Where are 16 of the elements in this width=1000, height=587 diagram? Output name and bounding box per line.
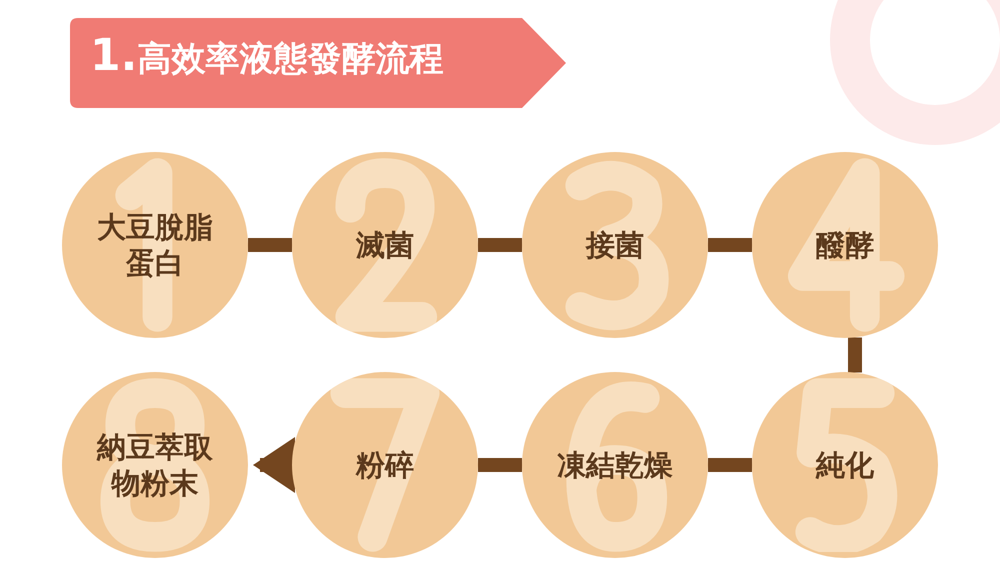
connector-line <box>478 458 522 472</box>
connector-line <box>478 238 522 252</box>
step-label: 醱酵 <box>815 226 875 264</box>
connector-line <box>708 458 752 472</box>
connector-line <box>848 337 862 373</box>
step-label: 純化 <box>814 446 875 484</box>
step-label: 滅菌 <box>354 226 415 264</box>
connector-line <box>248 238 292 252</box>
title: 1.高效率液態發酵流程 <box>90 30 444 82</box>
connector-line <box>708 238 752 252</box>
step-label: 大豆脫脂蛋白 <box>96 208 214 282</box>
arrow <box>253 437 295 493</box>
step-label: 納豆萃取物粉末 <box>96 428 214 502</box>
step-label: 接菌 <box>584 226 645 264</box>
step-label: 粉碎 <box>354 446 415 484</box>
step-label: 凍結乾燥 <box>556 446 674 484</box>
